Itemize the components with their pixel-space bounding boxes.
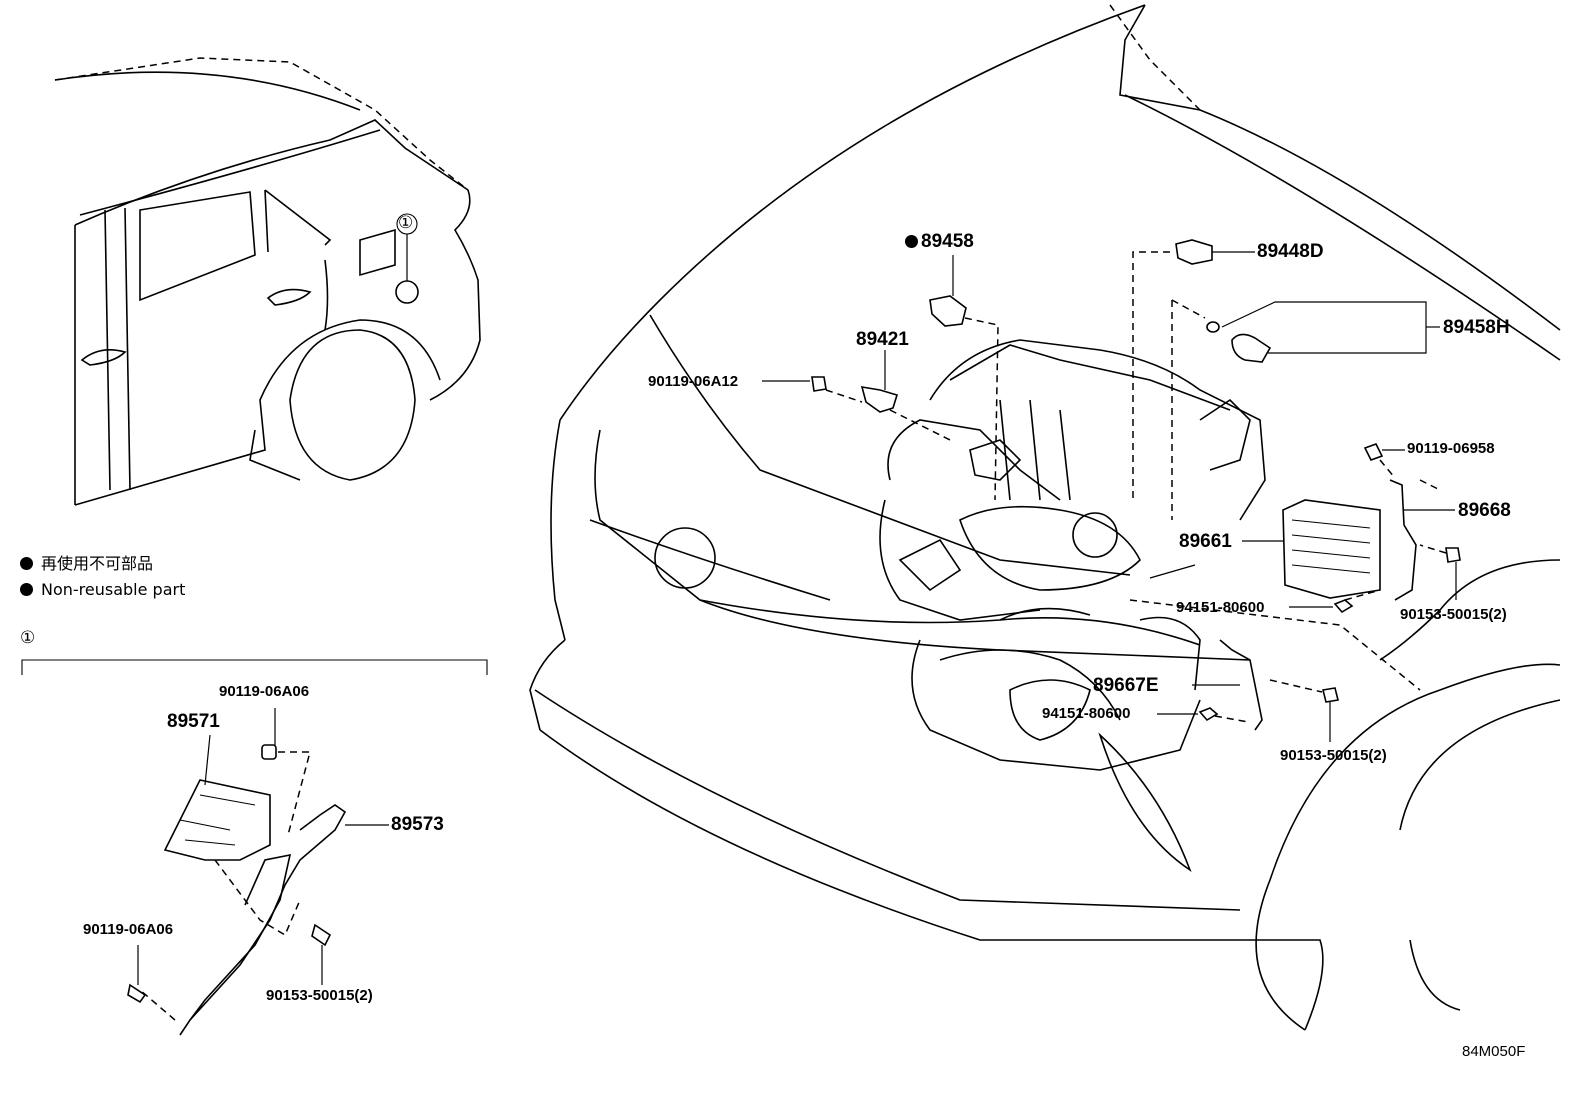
part-label-90119-06a06-lower[interactable]: 90119-06A06 [83, 921, 174, 938]
part-label-89571[interactable]: 89571 [167, 711, 220, 732]
legend-line-jp: 再使用不可部品 [20, 556, 153, 572]
part-number-89458: 89458 [921, 231, 974, 252]
part-label-90119-06958[interactable]: 90119-06958 [1407, 440, 1495, 457]
part-label-89661[interactable]: 89661 [1179, 531, 1232, 552]
part-label-90119-06a06-upper[interactable]: 90119-06A06 [219, 683, 310, 700]
part-label-89448d[interactable]: 89448D [1257, 241, 1324, 262]
legend-line-en: Non-reusable part [20, 582, 185, 598]
part-label-90153-50015-upper[interactable]: 90153-50015(2) [1400, 606, 1507, 623]
detail-bracket [21, 659, 488, 675]
part-label-90119-06a12[interactable]: 90119-06A12 [648, 373, 739, 390]
part-label-89421[interactable]: 89421 [856, 329, 909, 350]
engine-parts [762, 239, 1461, 742]
part-label-94151-80600-upper[interactable]: 94151-80600 [1176, 599, 1265, 616]
part-label-90153-50015-detail[interactable]: 90153-50015(2) [266, 987, 373, 1004]
legend-text-jp: 再使用不可部品 [41, 554, 154, 573]
part-label-89458[interactable]: 89458 [905, 232, 974, 251]
non-reusable-dot-icon [20, 557, 33, 570]
non-reusable-dot-icon [905, 235, 918, 248]
part-label-94151-80600-lower[interactable]: 94151-80600 [1042, 705, 1131, 722]
engine-block [879, 339, 1266, 771]
part-label-89458h[interactable]: 89458H [1443, 317, 1510, 338]
front-car-body [529, 4, 1561, 1031]
acc-pedal-assembly [127, 708, 389, 1036]
callout-marker: ① [398, 213, 414, 233]
rear-car-illustration [54, 57, 481, 506]
legend-text-en: Non-reusable part [41, 580, 186, 599]
non-reusable-dot-icon [20, 583, 33, 596]
detail-marker: ① [20, 628, 36, 648]
part-label-89573[interactable]: 89573 [391, 814, 444, 835]
diagram-code: 84M050F [1462, 1043, 1526, 1060]
part-label-89668[interactable]: 89668 [1458, 500, 1511, 521]
part-label-89667e[interactable]: 89667E [1093, 675, 1159, 696]
part-label-90153-50015-lower[interactable]: 90153-50015(2) [1280, 747, 1387, 764]
